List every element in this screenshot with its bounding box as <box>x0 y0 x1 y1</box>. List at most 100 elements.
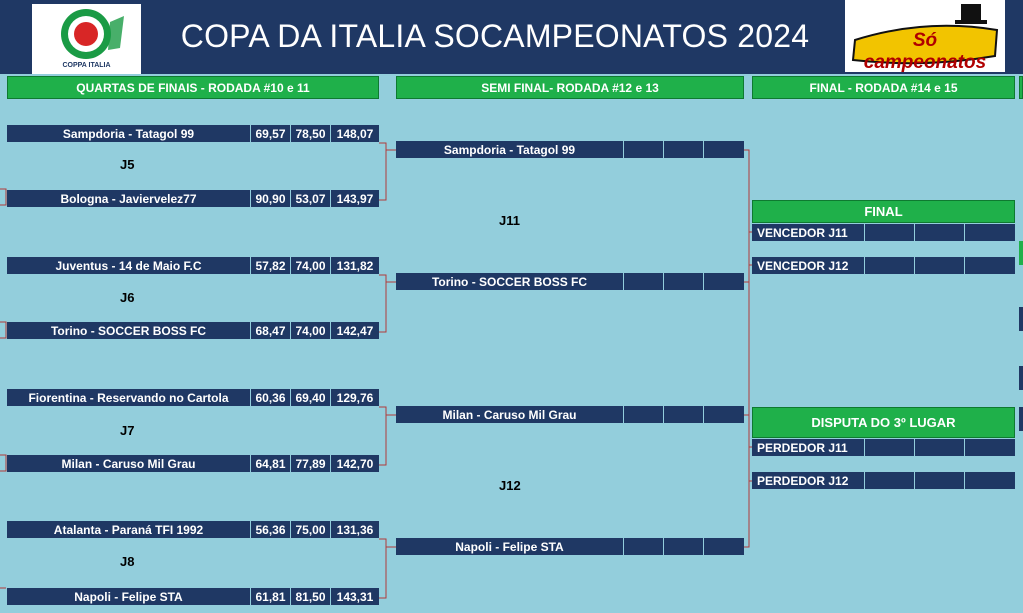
match-row: Atalanta - Paraná TFI 1992 56,36 75,00 1… <box>7 521 379 538</box>
score-total: 131,36 <box>331 521 379 538</box>
final-stage-header: FINAL - RODADA #14 e 15 <box>752 76 1015 99</box>
team-name: Torino - SOCCER BOSS FC <box>7 322 251 339</box>
final-row: VENCEDOR J12 <box>752 257 1015 274</box>
team-name: VENCEDOR J12 <box>752 257 865 274</box>
score-2 <box>915 257 965 274</box>
score-1 <box>624 406 664 423</box>
score-1 <box>865 472 915 489</box>
edge-fragment <box>1019 307 1023 331</box>
team-name: PERDEDOR J11 <box>752 439 865 456</box>
match-row: Bologna - Javiervelez77 90,90 53,07 143,… <box>7 190 379 207</box>
score-total: 142,70 <box>331 455 379 472</box>
team-name: Napoli - Felipe STA <box>396 538 624 555</box>
score-1: 57,82 <box>251 257 291 274</box>
edge-fragment <box>1019 407 1023 431</box>
match-row: Napoli - Felipe STA <box>396 538 744 555</box>
score-total <box>965 257 1015 274</box>
team-name: Milan - Caruso Mil Grau <box>396 406 624 423</box>
team-name: PERDEDOR J12 <box>752 472 865 489</box>
score-total: 148,07 <box>331 125 379 142</box>
match-label: J5 <box>120 157 135 172</box>
edge-fragment <box>1019 241 1023 265</box>
coppa-italia-logo-text: COPPA ITALIA <box>62 62 111 69</box>
match-row: Milan - Caruso Mil Grau <box>396 406 744 423</box>
final-row: VENCEDOR J11 <box>752 224 1015 241</box>
score-total: 143,31 <box>331 588 379 605</box>
match-label: J8 <box>120 554 135 569</box>
score-2: 78,50 <box>291 125 331 142</box>
score-1 <box>865 224 915 241</box>
score-1: 64,81 <box>251 455 291 472</box>
score-total <box>704 538 744 555</box>
team-name: Fiorentina - Reservando no Cartola <box>7 389 251 406</box>
score-1 <box>624 538 664 555</box>
team-name: Torino - SOCCER BOSS FC <box>396 273 624 290</box>
page-title: COPA DA ITALIA SOCAMPEONATOS 2024 <box>180 18 810 54</box>
score-2 <box>915 439 965 456</box>
score-total <box>704 141 744 158</box>
match-row: Napoli - Felipe STA 61,81 81,50 143,31 <box>7 588 379 605</box>
score-2: 81,50 <box>291 588 331 605</box>
score-2 <box>915 224 965 241</box>
edge-fragment <box>1019 366 1023 390</box>
score-total <box>704 406 744 423</box>
team-name: Juventus - 14 de Maio F.C <box>7 257 251 274</box>
score-total: 131,82 <box>331 257 379 274</box>
score-2: 75,00 <box>291 521 331 538</box>
score-2: 69,40 <box>291 389 331 406</box>
third-place-row: PERDEDOR J11 <box>752 439 1015 456</box>
score-total: 142,47 <box>331 322 379 339</box>
score-1: 68,47 <box>251 322 291 339</box>
socampeonatos-logo-text: Só campeonatos <box>863 30 987 73</box>
score-1: 69,57 <box>251 125 291 142</box>
score-total <box>965 472 1015 489</box>
score-2 <box>664 273 704 290</box>
team-name: Bologna - Javiervelez77 <box>7 190 251 207</box>
team-name: Atalanta - Paraná TFI 1992 <box>7 521 251 538</box>
score-total: 129,76 <box>331 389 379 406</box>
team-name: Sampdoria - Tatagol 99 <box>396 141 624 158</box>
match-row: Juventus - 14 de Maio F.C 57,82 74,00 13… <box>7 257 379 274</box>
team-name: Sampdoria - Tatagol 99 <box>7 125 251 142</box>
quarters-header: QUARTAS DE FINAIS - RODADA #10 e 11 <box>7 76 379 99</box>
socampeonatos-logo: Só campeonatos <box>845 0 1005 73</box>
score-1: 90,90 <box>251 190 291 207</box>
match-label: J6 <box>120 290 135 305</box>
team-name: VENCEDOR J11 <box>752 224 865 241</box>
match-label: J12 <box>499 478 521 493</box>
score-total <box>704 273 744 290</box>
score-1: 60,36 <box>251 389 291 406</box>
score-2 <box>915 472 965 489</box>
score-2: 77,89 <box>291 455 331 472</box>
team-name: Napoli - Felipe STA <box>7 588 251 605</box>
score-1: 56,36 <box>251 521 291 538</box>
score-1 <box>624 273 664 290</box>
score-2: 53,07 <box>291 190 331 207</box>
match-row: Fiorentina - Reservando no Cartola 60,36… <box>7 389 379 406</box>
score-2 <box>664 538 704 555</box>
score-1: 61,81 <box>251 588 291 605</box>
final-header: FINAL <box>752 200 1015 223</box>
semis-header: SEMI FINAL- RODADA #12 e 13 <box>396 76 744 99</box>
score-2 <box>664 141 704 158</box>
coppa-italia-logo: COPPA ITALIA <box>32 4 141 74</box>
score-total <box>965 439 1015 456</box>
match-row: Sampdoria - Tatagol 99 <box>396 141 744 158</box>
score-1 <box>865 439 915 456</box>
match-row: Sampdoria - Tatagol 99 69,57 78,50 148,0… <box>7 125 379 142</box>
score-total: 143,97 <box>331 190 379 207</box>
score-1 <box>624 141 664 158</box>
match-row: Torino - SOCCER BOSS FC 68,47 74,00 142,… <box>7 322 379 339</box>
match-row: Milan - Caruso Mil Grau 64,81 77,89 142,… <box>7 455 379 472</box>
score-total <box>965 224 1015 241</box>
third-place-header: DISPUTA DO 3º LUGAR <box>752 407 1015 438</box>
score-2: 74,00 <box>291 257 331 274</box>
match-label: J11 <box>499 213 520 228</box>
match-row: Torino - SOCCER BOSS FC <box>396 273 744 290</box>
team-name: Milan - Caruso Mil Grau <box>7 455 251 472</box>
third-place-row: PERDEDOR J12 <box>752 472 1015 489</box>
score-2 <box>664 406 704 423</box>
match-label: J7 <box>120 423 135 438</box>
score-2: 74,00 <box>291 322 331 339</box>
